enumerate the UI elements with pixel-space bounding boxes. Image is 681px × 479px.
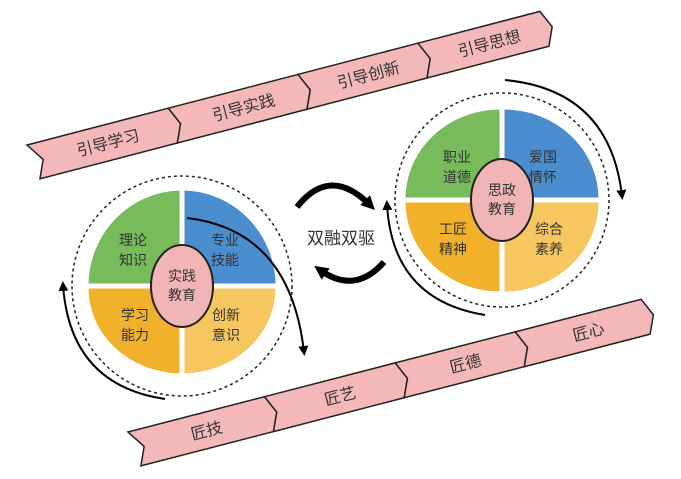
right-arc-arrow-left-icon [382,200,486,316]
right-wheel: 思政 教育 职业 道德 爱国 情怀 工匠 精神 综合 素养 [382,79,627,316]
left-br-line2: 意识 [212,327,240,344]
left-bl-line1: 学习 [121,308,149,324]
right-center [470,158,534,242]
left-bl-line2: 能力 [121,328,149,344]
right-bl-line1: 工匠 [439,222,467,238]
left-wheel: 实践 教育 理论 知识 专业 技能 学习 能力 创新 意识 [58,175,309,400]
right-br-line1: 综合 [535,222,563,238]
left-arc-arrow-left-icon [58,281,166,400]
left-center [150,244,214,328]
left-arc-arrow-right-icon [186,217,309,356]
middle-arrow-right-icon [294,182,375,210]
left-tr-line1: 专业 [211,233,239,249]
right-arc-arrow-right-icon [504,79,627,200]
left-dotted-ring [71,175,293,397]
left-center-line2: 教育 [168,288,196,304]
right-tl-line2: 道德 [443,170,471,186]
right-tr-line1: 爱国 [529,150,557,166]
middle-label: 双融双驱 [307,229,375,249]
right-center-line2: 教育 [488,202,516,218]
right-br-line2: 素养 [535,242,563,258]
right-center-line1: 思政 [488,183,516,199]
left-tr-line2: 技能 [211,253,239,269]
right-tl-line1: 职业 [443,150,471,166]
left-tl-line2: 知识 [119,252,147,269]
left-tl-line1: 理论 [119,233,147,249]
left-br-line1: 创新 [212,308,240,324]
left-center-line1: 实践 [168,269,196,285]
right-tr-line2: 情怀 [529,170,557,186]
right-dotted-ring [394,92,610,308]
top_ribbon-segment [416,10,553,80]
right-bl-line2: 精神 [439,242,467,258]
bottom_ribbon-segment [513,298,655,368]
middle-arrow-left-icon [314,259,387,284]
